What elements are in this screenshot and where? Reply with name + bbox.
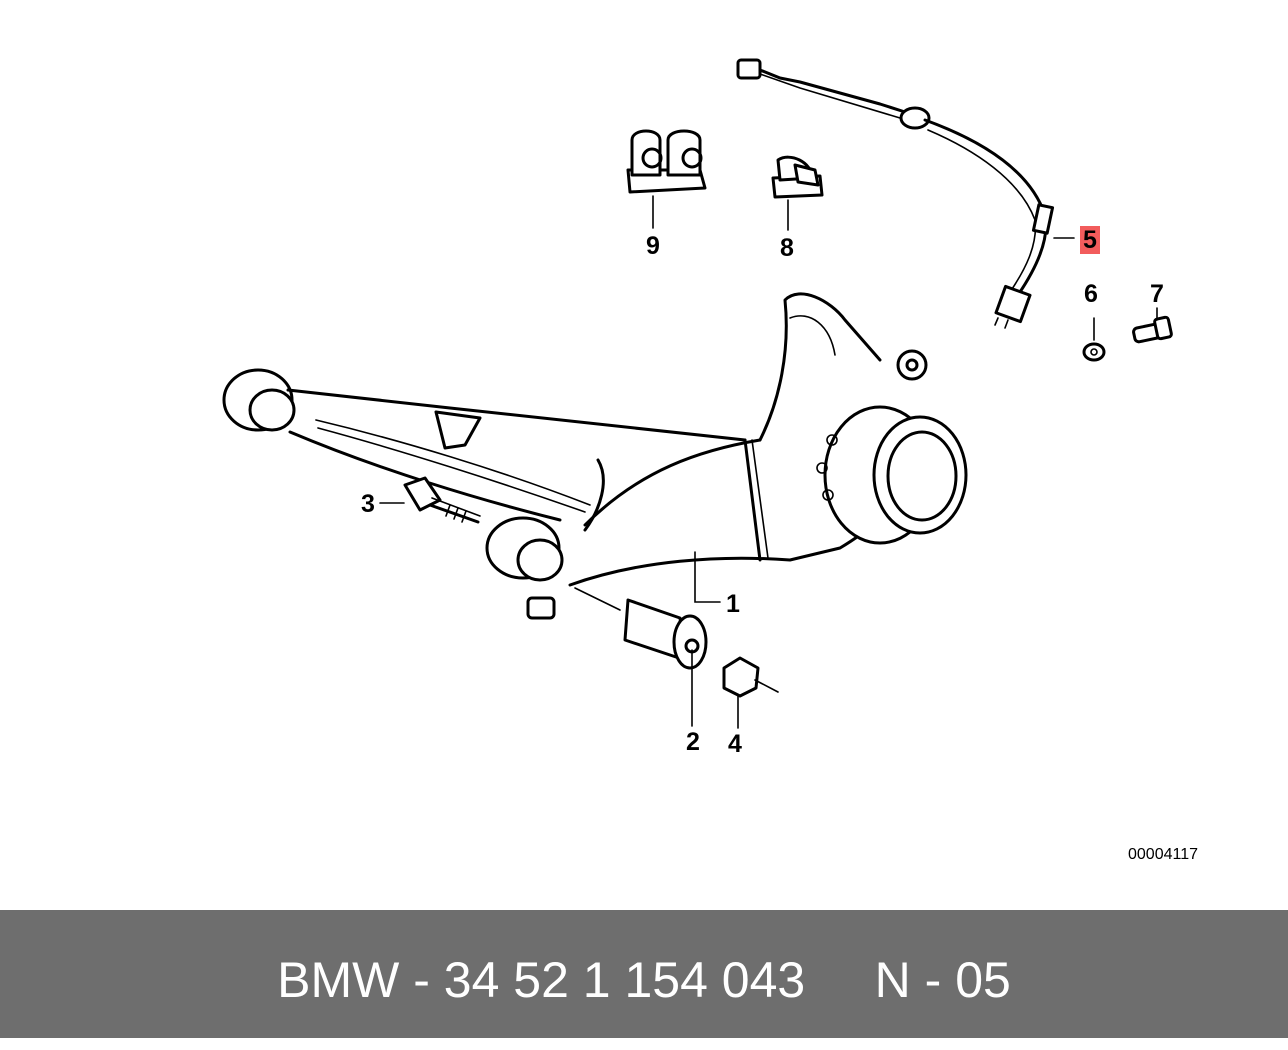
- diagram-code: 00004117: [1128, 846, 1198, 863]
- parts-diagram: 1 2 3 4 5 6 7 8 9 00004117: [222, 58, 1198, 863]
- washer: [1082, 342, 1106, 362]
- hex-screw: [1132, 315, 1173, 344]
- abs-sensor-cable: [736, 58, 1055, 329]
- callout-9: 9: [646, 232, 660, 260]
- part-number-caption: BMW - 34 52 1 154 043 N - 05: [277, 952, 1011, 1008]
- leader-lines: [379, 195, 1158, 729]
- double-cable-clip: [626, 129, 707, 194]
- callout-4: 4: [728, 730, 742, 758]
- bolt: [403, 476, 481, 524]
- callout-6: 6: [1084, 280, 1098, 308]
- callout-7: 7: [1150, 280, 1164, 308]
- single-cable-clip: [771, 155, 824, 199]
- footer-bar: BMW - 34 52 1 154 043 N - 05: [0, 910, 1288, 1038]
- callout-3: 3: [361, 490, 375, 518]
- callout-8: 8: [780, 234, 794, 262]
- diagram-drawing: [222, 58, 1173, 729]
- trailing-arm: [222, 292, 968, 620]
- callout-1: 1: [726, 590, 740, 618]
- callout-2: 2: [686, 728, 700, 756]
- callout-5: 5: [1080, 226, 1100, 254]
- hex-nut: [722, 656, 779, 698]
- rubber-mount: [574, 587, 708, 670]
